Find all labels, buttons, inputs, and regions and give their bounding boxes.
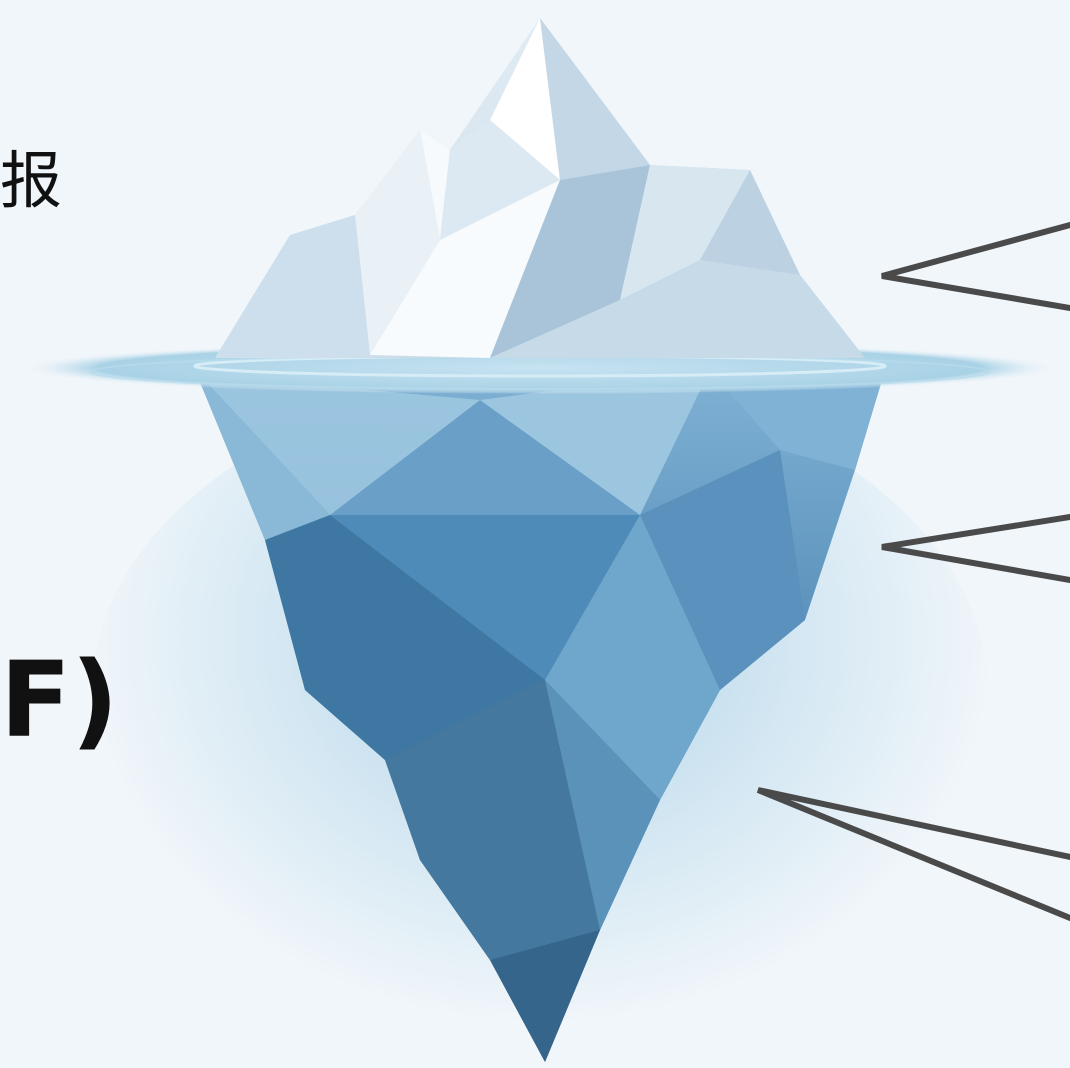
callout-pointer-bottom — [758, 790, 1070, 918]
iceberg-tip — [215, 18, 865, 358]
callout-pointer-top — [882, 225, 1070, 308]
callout-pointer-middle — [882, 517, 1070, 580]
iceberg-underwater — [195, 370, 885, 1062]
